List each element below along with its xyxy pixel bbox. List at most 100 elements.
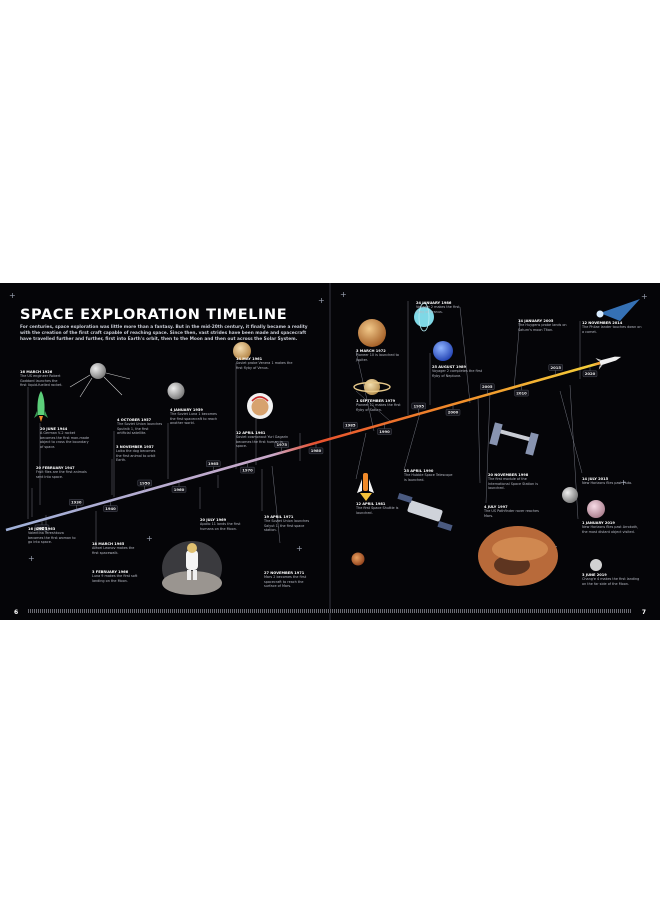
year-marker: 2020 bbox=[582, 365, 598, 378]
year-marker: 2010 bbox=[514, 385, 529, 397]
year-marker: 2015 bbox=[548, 364, 563, 376]
hubble-telescope-icon bbox=[397, 492, 453, 532]
year-marker: 1960 bbox=[171, 481, 187, 493]
year-pill bbox=[274, 441, 289, 448]
year-pill bbox=[582, 370, 598, 378]
year-pill bbox=[34, 524, 50, 532]
rocket-icon bbox=[592, 356, 622, 370]
year-label: 1995 bbox=[413, 403, 424, 408]
year-pill bbox=[445, 409, 461, 416]
year-marker: 1980 bbox=[308, 442, 324, 455]
year-label: 1960 bbox=[174, 487, 185, 492]
timeline-artwork: 1920 1930 1940 1950 1960 1965 1970 1975 1980 1985… bbox=[5, 299, 640, 595]
year-pill bbox=[206, 460, 221, 467]
year-label: 1930 bbox=[71, 500, 82, 505]
page-number-right: 7 bbox=[641, 609, 646, 616]
year-label: 2020 bbox=[585, 371, 596, 376]
year-pill bbox=[137, 479, 152, 487]
year-label: 2005 bbox=[482, 384, 493, 389]
timeline-spread: + + + + + + + + + bbox=[0, 283, 660, 620]
space-shuttle-icon bbox=[357, 473, 374, 501]
year-label: 1980 bbox=[311, 448, 322, 453]
sparkle-icon: + bbox=[296, 544, 303, 553]
year-marker: 1995 bbox=[411, 402, 426, 414]
far-side-moon-icon bbox=[590, 559, 602, 571]
year-marker: 1950 bbox=[137, 479, 152, 491]
year-marker: 2005 bbox=[480, 383, 495, 395]
sparkle-icon: + bbox=[146, 534, 153, 543]
year-pill bbox=[171, 486, 187, 493]
sparkle-icon: + bbox=[28, 554, 35, 563]
year-pill bbox=[514, 389, 529, 397]
year-marker: 1920 bbox=[34, 519, 50, 532]
year-label: 1940 bbox=[105, 506, 116, 511]
year-label: 2010 bbox=[516, 390, 527, 395]
year-label: 2015 bbox=[550, 365, 561, 370]
intro-paragraph: For centuries, space exploration was lit… bbox=[20, 325, 308, 343]
year-pill bbox=[411, 402, 426, 410]
year-pill bbox=[377, 428, 392, 435]
pluto-icon bbox=[587, 500, 605, 518]
footer-rule bbox=[28, 609, 632, 613]
sparkle-icon: + bbox=[318, 296, 325, 305]
year-marker: 1965 bbox=[206, 460, 221, 472]
sputnik-icon bbox=[69, 363, 131, 398]
year-marker: 1970 bbox=[240, 462, 255, 474]
gagarin-helmet-icon bbox=[247, 393, 273, 419]
sparkle-icon: + bbox=[641, 292, 648, 301]
year-pill bbox=[240, 466, 255, 474]
timeline-line bbox=[5, 361, 601, 532]
iss-icon bbox=[489, 422, 539, 456]
year-marker: 1975 bbox=[274, 441, 289, 453]
year-label: 2000 bbox=[448, 410, 459, 415]
uranus-icon bbox=[414, 302, 434, 332]
year-marker: 1990 bbox=[377, 423, 392, 435]
apollo-astronaut-icon bbox=[162, 541, 222, 595]
sparkle-icon: + bbox=[340, 290, 347, 299]
year-label: 1990 bbox=[379, 429, 390, 434]
mars-pathfinder-rock-icon bbox=[478, 526, 558, 586]
year-pill bbox=[308, 447, 324, 455]
year-marker: 1940 bbox=[103, 500, 118, 512]
saturn-icon bbox=[353, 379, 391, 395]
year-label: 1970 bbox=[242, 468, 253, 473]
venus-icon bbox=[233, 342, 251, 360]
year-label: 1950 bbox=[139, 480, 150, 485]
mars-icon bbox=[351, 552, 365, 566]
page-title: SPACE EXPLORATION TIMELINE bbox=[20, 307, 288, 323]
titan-huygens-icon bbox=[562, 487, 578, 503]
year-pill bbox=[343, 422, 358, 429]
page-number-left: 6 bbox=[14, 609, 19, 616]
neptune-icon bbox=[433, 341, 453, 361]
year-label: 1975 bbox=[276, 442, 287, 447]
year-marker: 1985 bbox=[343, 422, 358, 434]
year-pill bbox=[480, 383, 495, 390]
year-markers: 1920 1930 1940 1950 1960 1965 1970 1975 1980 1985… bbox=[34, 364, 598, 532]
book-gutter bbox=[329, 283, 331, 620]
sparkle-icon: + bbox=[620, 478, 627, 487]
